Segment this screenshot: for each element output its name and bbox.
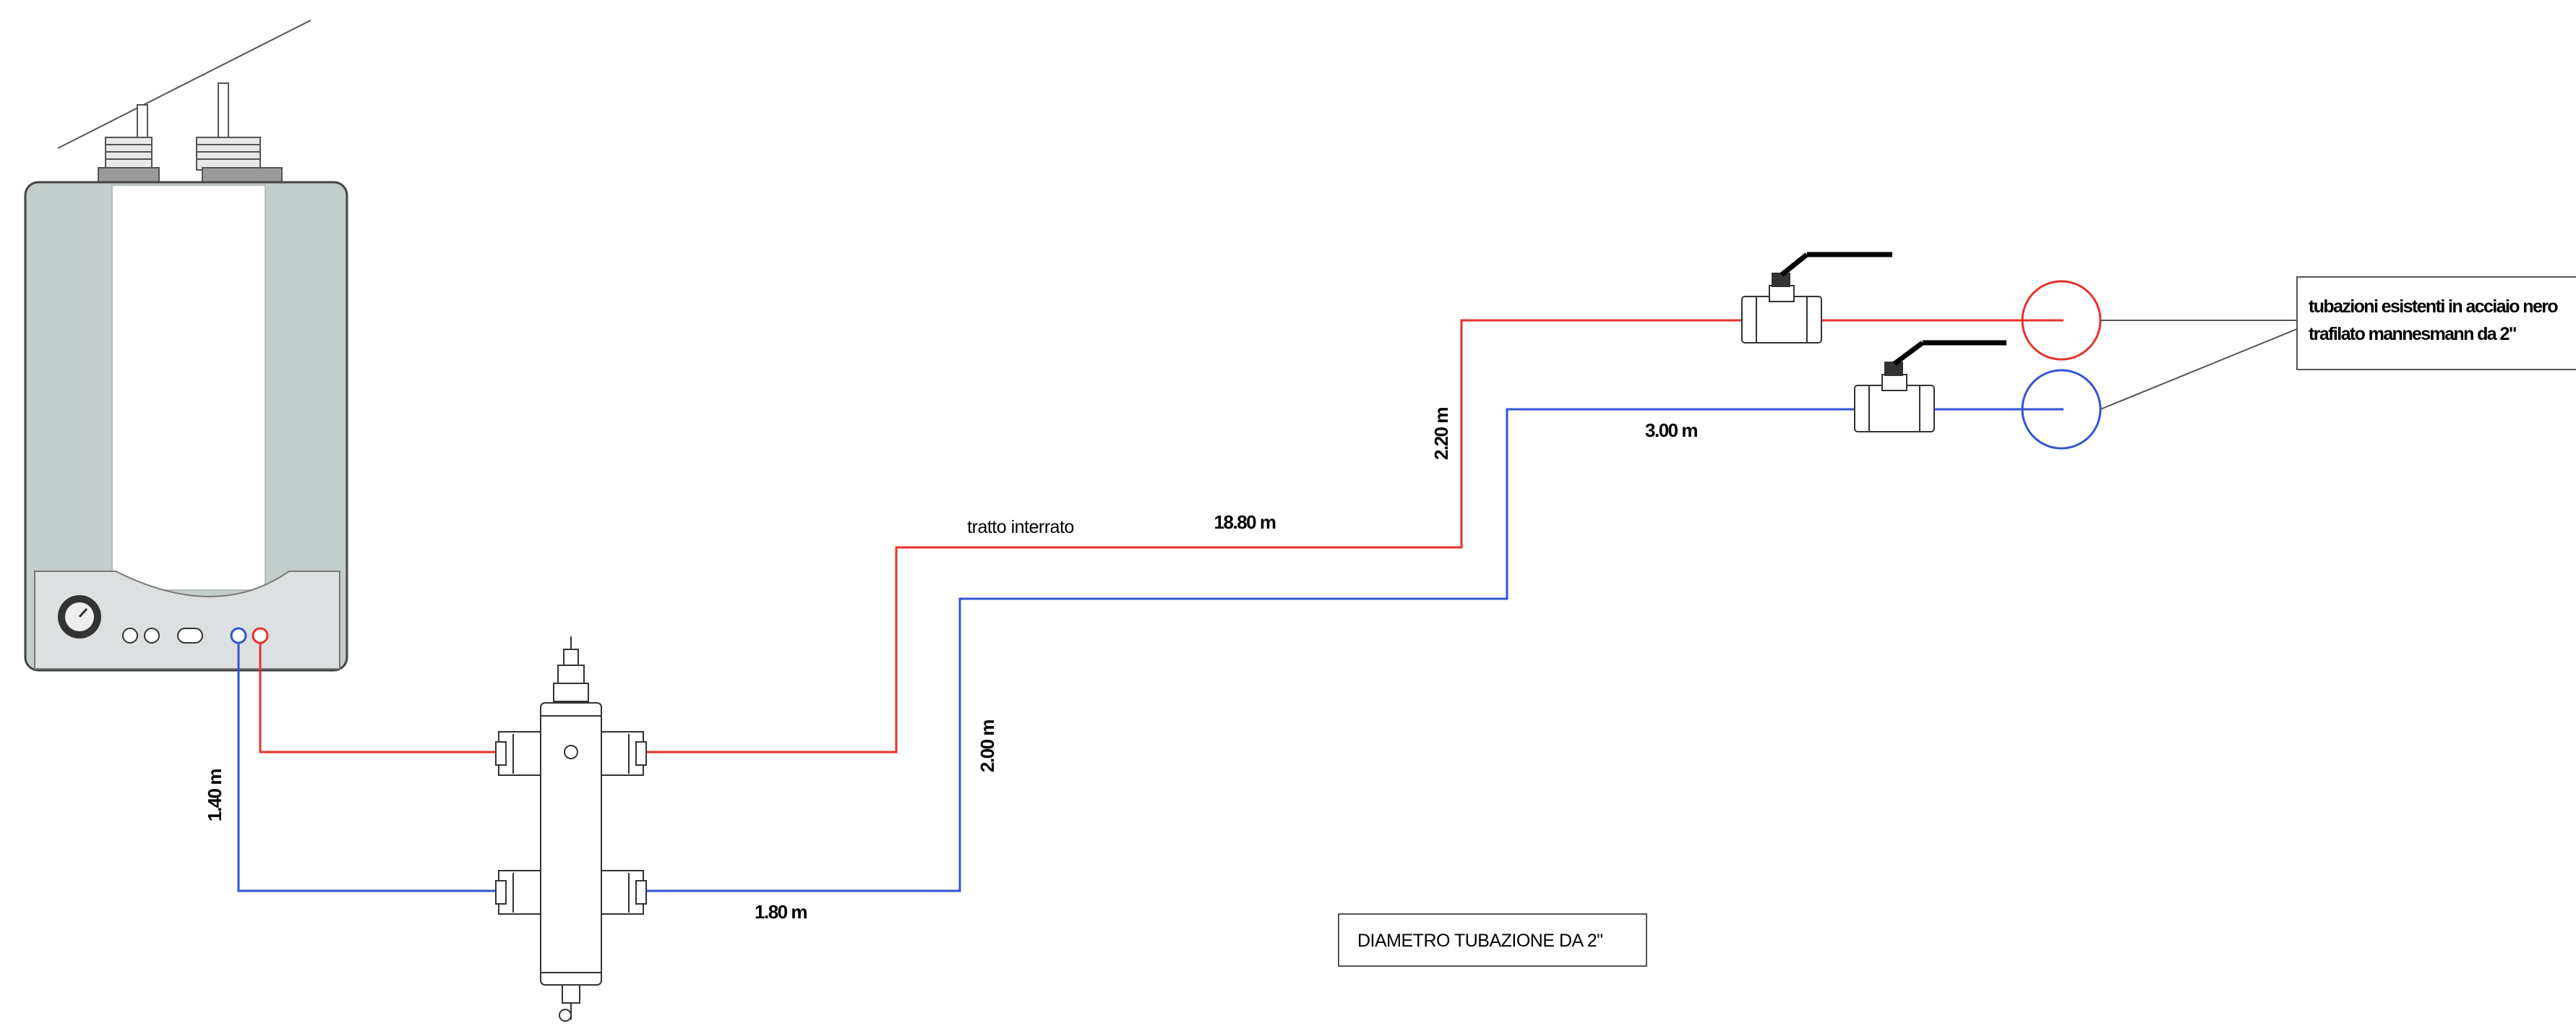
return-ball-valve [1854, 340, 2006, 432]
flow-riser-length-label: 2.20 m [1430, 408, 1452, 460]
note-leader-lines [2100, 320, 2298, 410]
return-top-length-label: 3.00 m [1645, 419, 1697, 441]
separator-return-length-label: 1.80 m [755, 901, 807, 923]
buried-section-label: tratto interrato [967, 517, 1074, 537]
hydraulic-separator [495, 636, 647, 1022]
flow-pipe [259, 319, 2064, 753]
pressure-gauge-icon [58, 595, 101, 639]
boiler-drop-length-label: 1.40 m [204, 769, 226, 821]
flow-connection [252, 627, 269, 644]
diameter-note-text: DIAMETRO TUBAZIONE DA 2" [1357, 931, 1603, 951]
pipe-note-box [2296, 276, 2576, 370]
pipe-note-line2: trafilato mannesmann da 2" [2309, 324, 2517, 344]
boiler [24, 181, 348, 672]
flow-ball-valve [1741, 252, 1892, 343]
pipe-note-line1: tubazioni esistenti in acciaio nero [2309, 296, 2558, 317]
diameter-note-box [1338, 913, 1647, 967]
control-button-2 [144, 628, 160, 644]
flue-pipes [57, 20, 312, 184]
buried-length-label: 18.80 m [1214, 511, 1276, 533]
control-display [177, 628, 203, 644]
control-button-1 [122, 628, 138, 644]
return-connection [230, 627, 247, 644]
return-riser-length-label: 2.00 m [976, 720, 998, 772]
return-pipe [237, 408, 2064, 892]
